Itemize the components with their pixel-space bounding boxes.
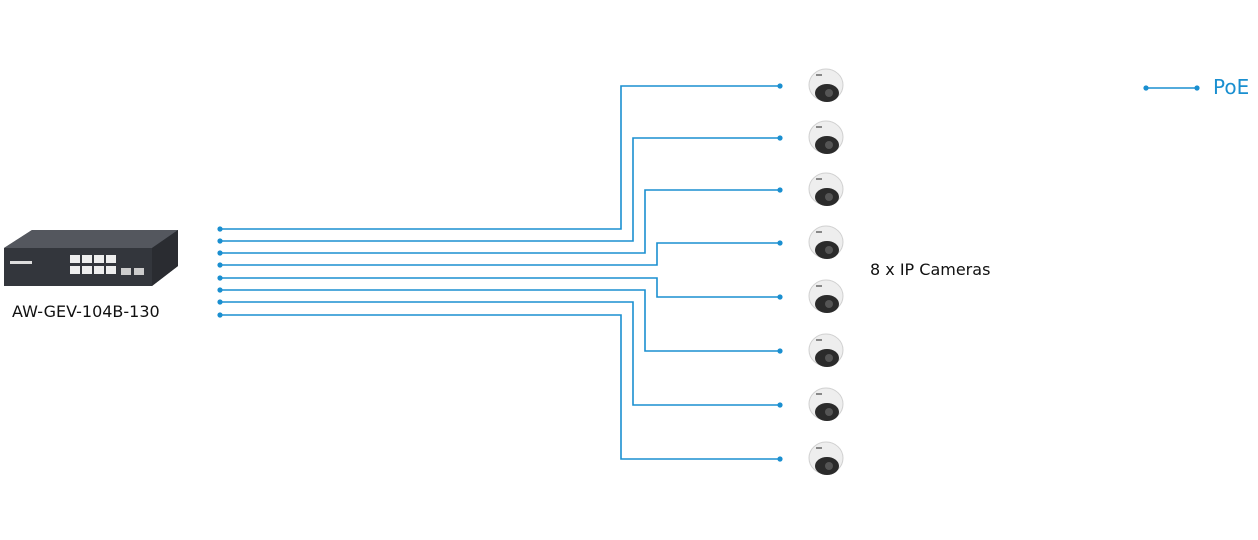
line-start-dot <box>217 287 223 293</box>
line-start-dot <box>217 262 223 268</box>
network-switch-icon <box>4 230 178 286</box>
line-end-dot <box>777 187 783 193</box>
line-end-dot <box>777 456 783 462</box>
poe-line <box>220 301 780 406</box>
dome-camera-icon <box>806 66 846 106</box>
line-end-dot <box>777 402 783 408</box>
line-start-dot <box>217 312 223 318</box>
line-end-dot <box>777 135 783 141</box>
legend-poe-label: PoE <box>1213 75 1250 99</box>
line-end-dot <box>777 240 783 246</box>
line-end-dot <box>777 294 783 300</box>
dome-camera-icon <box>806 277 846 317</box>
poe-line <box>220 137 780 242</box>
line-start-dot <box>217 250 223 256</box>
line-end-dot <box>777 348 783 354</box>
poe-line <box>220 242 780 266</box>
switch-model-label: AW-GEV-104B-130 <box>12 302 160 321</box>
legend-dot <box>1194 85 1200 91</box>
line-start-dot <box>217 299 223 305</box>
line-start-dot <box>217 226 223 232</box>
dome-camera-icon <box>806 170 846 210</box>
poe-line <box>220 277 780 298</box>
dome-camera-icon <box>806 223 846 263</box>
dome-camera-icon <box>806 439 846 479</box>
dome-camera-icon <box>806 385 846 425</box>
line-end-dot <box>777 83 783 89</box>
line-start-dot <box>217 275 223 281</box>
poe-line <box>220 189 780 254</box>
poe-line <box>220 289 780 352</box>
poe-line <box>220 85 780 230</box>
cameras-label: 8 x IP Cameras <box>870 260 991 279</box>
dome-camera-icon <box>806 331 846 371</box>
dome-camera-icon <box>806 118 846 158</box>
line-start-dot <box>217 238 223 244</box>
legend-dot <box>1143 85 1149 91</box>
poe-line <box>220 314 780 460</box>
